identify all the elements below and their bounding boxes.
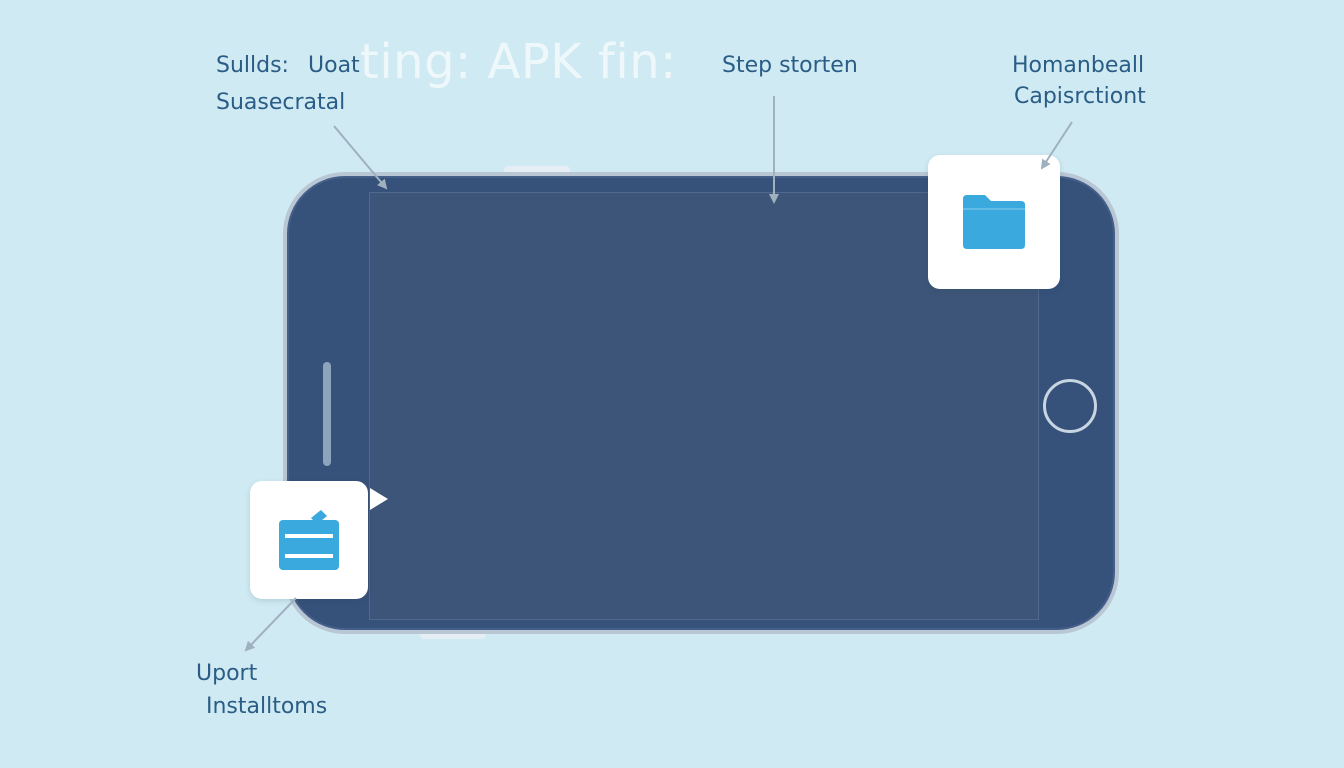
phone-device [283, 172, 1119, 634]
install-card[interactable] [250, 481, 368, 599]
speaker-slot [323, 362, 331, 466]
folder-icon [963, 195, 1025, 249]
phone-screen [369, 192, 1039, 620]
diagram-title: ting: APK fin: [360, 34, 677, 90]
label-suasecratal: Suasecratal [216, 90, 346, 115]
label-uport: Uport [196, 661, 258, 686]
home-button-icon[interactable] [1043, 379, 1097, 433]
label-installtoms: Installtoms [206, 694, 328, 719]
label-capisrctiont: Capisrctiont [1014, 84, 1146, 109]
label-uoat: Uoat [308, 53, 360, 78]
phone-bottom-button [420, 632, 486, 639]
label-sullds: Sullds: [216, 53, 289, 78]
play-pointer-icon [370, 488, 388, 510]
install-box-icon [279, 510, 339, 570]
phone-top-button [504, 166, 570, 174]
arrow-bottom-left [244, 597, 297, 652]
folder-card[interactable] [928, 155, 1060, 289]
label-step-storten: Step storten [722, 53, 858, 78]
label-homanbeall: Homanbeall [1012, 53, 1145, 78]
